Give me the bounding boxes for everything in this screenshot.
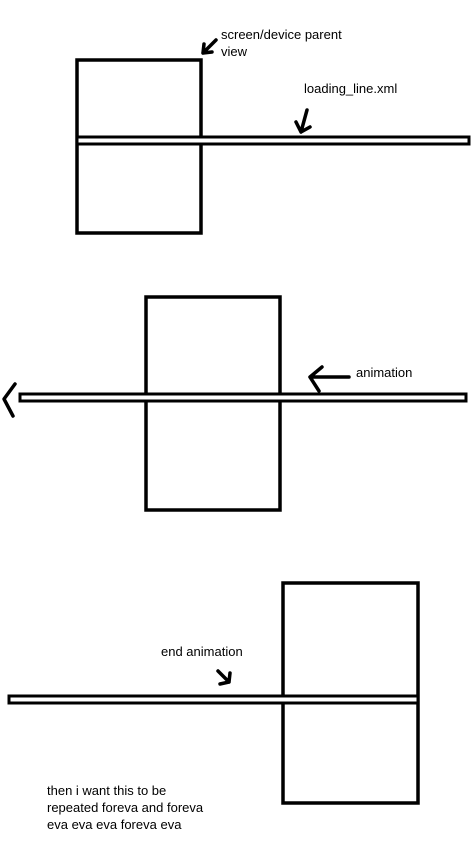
pointer-arrow-icon — [216, 669, 232, 686]
loading-line-bar-3 — [7, 694, 420, 705]
note-line-1: then i want this to be — [47, 783, 167, 798]
loading-line-bar-2 — [18, 392, 468, 403]
frame-1 — [75, 38, 471, 235]
pointer-arrow-icon — [294, 108, 312, 134]
screen-box-3 — [281, 581, 420, 805]
loading-line-label: loading_line.xml — [304, 81, 398, 96]
frame-3 — [7, 581, 420, 805]
screen-box-1 — [75, 58, 203, 235]
note-line-2: repeated foreva and foreva — [47, 800, 204, 815]
frame-2 — [2, 295, 468, 512]
left-arrow-icon — [308, 365, 351, 393]
screen-label-line-1: screen/device parent — [221, 27, 342, 42]
end-animation-label: end animation — [161, 644, 243, 659]
screen-label-line-2: view — [221, 44, 248, 59]
left-arrow-icon — [2, 382, 17, 418]
screen-label: screen/device parent view — [221, 26, 342, 60]
screen-box-2 — [144, 295, 282, 512]
note-line-3: eva eva eva foreva eva — [47, 817, 182, 832]
animation-label: animation — [356, 365, 413, 380]
loading-line-bar-1 — [75, 135, 471, 146]
pointer-arrow-icon — [201, 38, 218, 55]
note-text: then i want this to be repeated foreva a… — [47, 782, 203, 833]
